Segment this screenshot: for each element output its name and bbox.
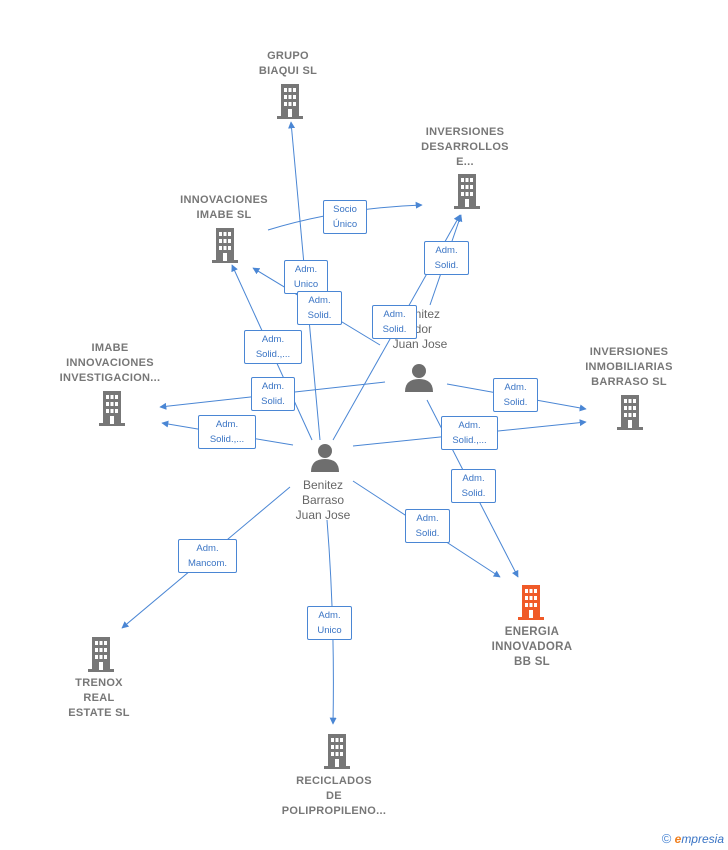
- relation-badge-adm-solid[interactable]: Adm. Solid.: [251, 377, 295, 411]
- relation-badge-adm-mancom[interactable]: Adm. Mancom.: [178, 539, 237, 573]
- company-label-inversiones-inmobiliarias[interactable]: INVERSIONES INMOBILIARIAS BARRASO SL: [585, 346, 673, 388]
- building-icon[interactable]: [322, 734, 352, 770]
- building-icon[interactable]: [516, 585, 546, 621]
- relation-badge-adm-solid-more[interactable]: Adm. Solid.,...: [441, 416, 498, 450]
- building-icon[interactable]: [86, 637, 116, 673]
- building-icon[interactable]: [97, 391, 127, 427]
- relation-badge-adm-solid[interactable]: Adm. Solid.: [372, 305, 417, 339]
- relation-badge-adm-solid[interactable]: Adm. Solid.: [451, 469, 496, 503]
- company-label-innovaciones-imabe[interactable]: INNOVACIONES IMABE SL: [180, 194, 268, 221]
- person-icon[interactable]: [310, 442, 340, 472]
- copyright-icon: ©: [661, 831, 672, 846]
- relation-badge-adm-solid[interactable]: Adm. Solid.: [424, 241, 469, 275]
- relation-badge-adm-solid-more[interactable]: Adm. Solid.,...: [244, 330, 302, 364]
- relation-badge-adm-solid-more[interactable]: Adm. Solid.,...: [198, 415, 256, 449]
- building-icon[interactable]: [615, 395, 645, 431]
- footer-brand[interactable]: © empresia: [662, 831, 724, 846]
- company-label-reciclados[interactable]: RECICLADOS DE POLIPROPILENO...: [281, 775, 387, 817]
- relation-badge-adm-unico[interactable]: Adm. Unico: [307, 606, 352, 640]
- building-icon[interactable]: [452, 174, 482, 210]
- company-label-grupo-biaqui[interactable]: GRUPO BIAQUI SL: [258, 50, 318, 77]
- brand-logo-e: e: [674, 832, 682, 846]
- relation-badge-adm-unico[interactable]: Adm. Unico: [284, 260, 328, 294]
- building-icon[interactable]: [275, 84, 305, 120]
- relation-badge-socio-unico[interactable]: Socio Único: [323, 200, 367, 234]
- building-icon[interactable]: [210, 228, 240, 264]
- company-label-trenox[interactable]: TRENOX REAL ESTATE SL: [68, 677, 130, 719]
- company-label-energia-innovadora[interactable]: ENERGIA INNOVADORA BB SL: [491, 626, 573, 668]
- relation-badge-adm-solid[interactable]: Adm. Solid.: [405, 509, 450, 543]
- brand-logo-text: mpresia: [681, 832, 724, 846]
- person-label-benitez-barraso[interactable]: Benitez Barraso Juan Jose: [295, 478, 351, 522]
- relation-badge-adm-solid[interactable]: Adm. Solid.: [297, 291, 342, 325]
- company-label-imabe-innovaciones[interactable]: IMABE INNOVACIONES INVESTIGACION...: [59, 342, 161, 384]
- company-label-inversiones-desarrollos[interactable]: INVERSIONES DESARROLLOS E...: [421, 126, 509, 168]
- person-icon[interactable]: [404, 362, 434, 392]
- relation-badge-adm-solid[interactable]: Adm. Solid.: [493, 378, 538, 412]
